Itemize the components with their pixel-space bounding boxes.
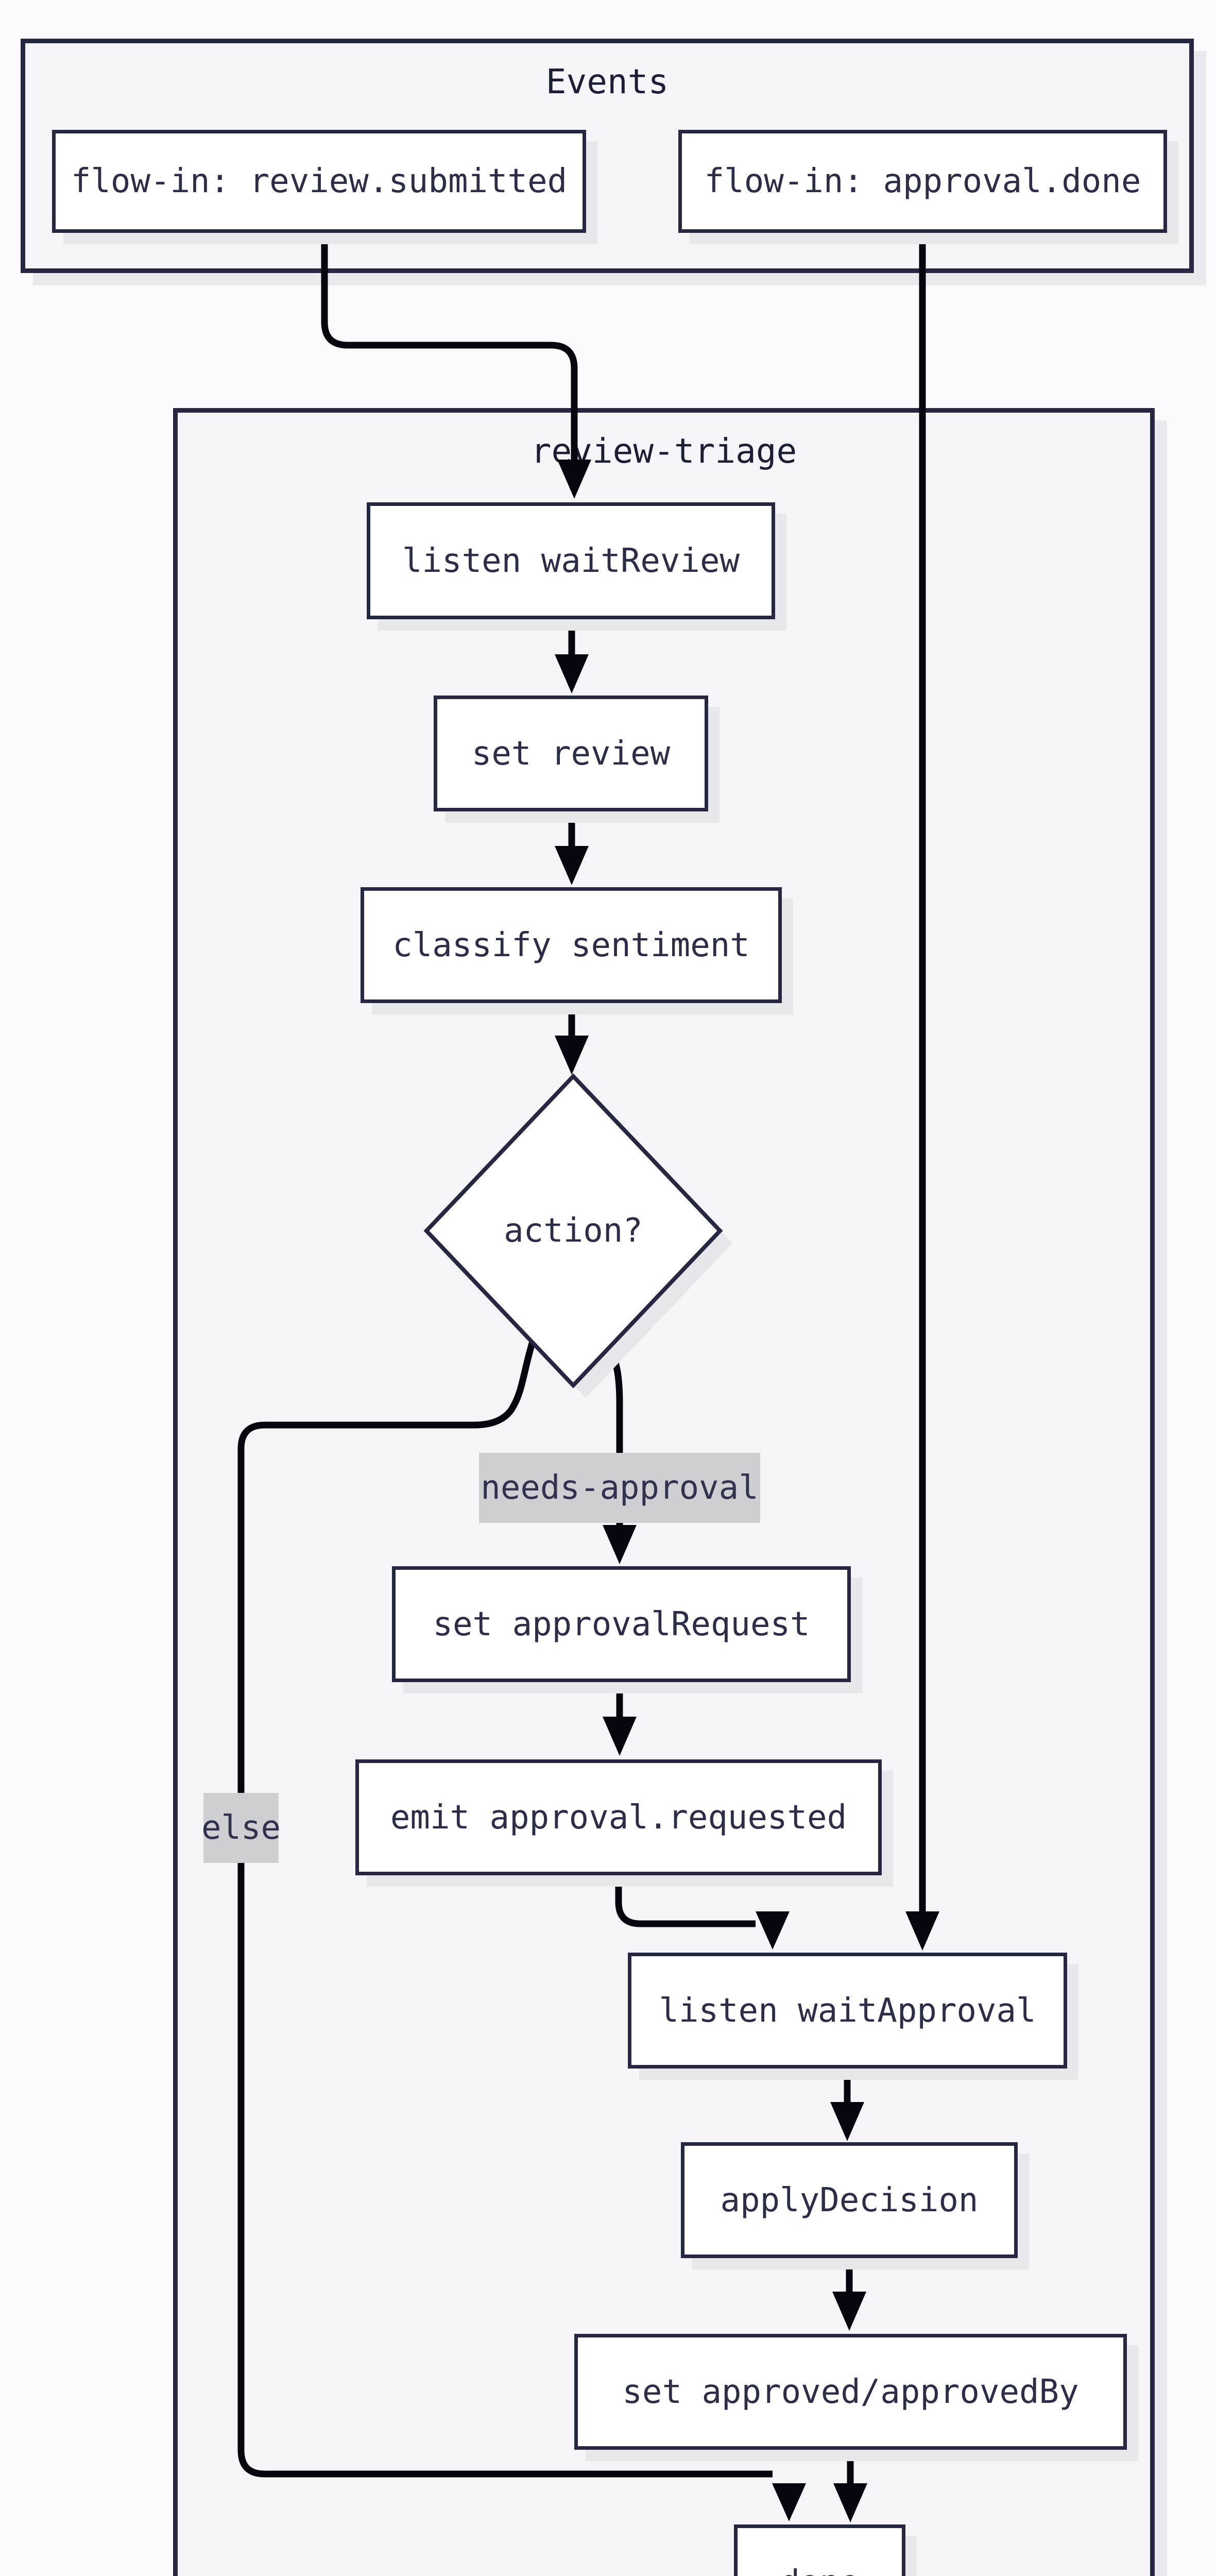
node-emit-approval-requested: emit approval.requested [355, 1759, 882, 1875]
arrowhead [830, 2102, 864, 2141]
edge-action-else-to-done [237, 1337, 773, 2478]
node-set-approved-approved-by: set approved/approvedBy [574, 2334, 1127, 2450]
node-done: done [734, 2524, 905, 2576]
arrowhead [603, 1525, 637, 1564]
edge-label-needs-approval: needs-approval [479, 1453, 760, 1523]
node-listen-wait-approval: listen waitApproval [628, 1953, 1067, 2069]
arrowhead [557, 460, 591, 499]
arrowhead [905, 1911, 939, 1951]
container-events-title: Events [545, 62, 669, 101]
node-flow-in-review-submitted: flow-in: review.submitted [52, 130, 586, 233]
node-set-approval-request: set approvalRequest [392, 1566, 851, 1682]
arrowhead [555, 654, 589, 693]
node-classify-sentiment: classify sentiment [361, 887, 782, 1003]
arrowhead [555, 1036, 589, 1075]
node-set-review: set review [434, 696, 708, 811]
node-apply-decision: applyDecision [681, 2142, 1018, 2258]
edge-label-else: else [201, 1793, 281, 1863]
node-action-decision: action? [504, 1212, 643, 1250]
node-listen-wait-review: listen waitReview [367, 502, 775, 619]
arrowhead [832, 2292, 866, 2331]
edge-review-submitted-to-listen [321, 233, 578, 463]
arrowhead [756, 1911, 790, 1950]
decision-diamond [423, 1073, 723, 1388]
edge-emit-apreq-to-listen-approval [615, 1875, 756, 1927]
arrowhead [772, 2483, 806, 2521]
arrowhead [555, 846, 589, 885]
arrowhead [833, 2483, 867, 2522]
node-flow-in-approval-done: flow-in: approval.done [678, 130, 1167, 233]
arrowhead [603, 1717, 637, 1756]
